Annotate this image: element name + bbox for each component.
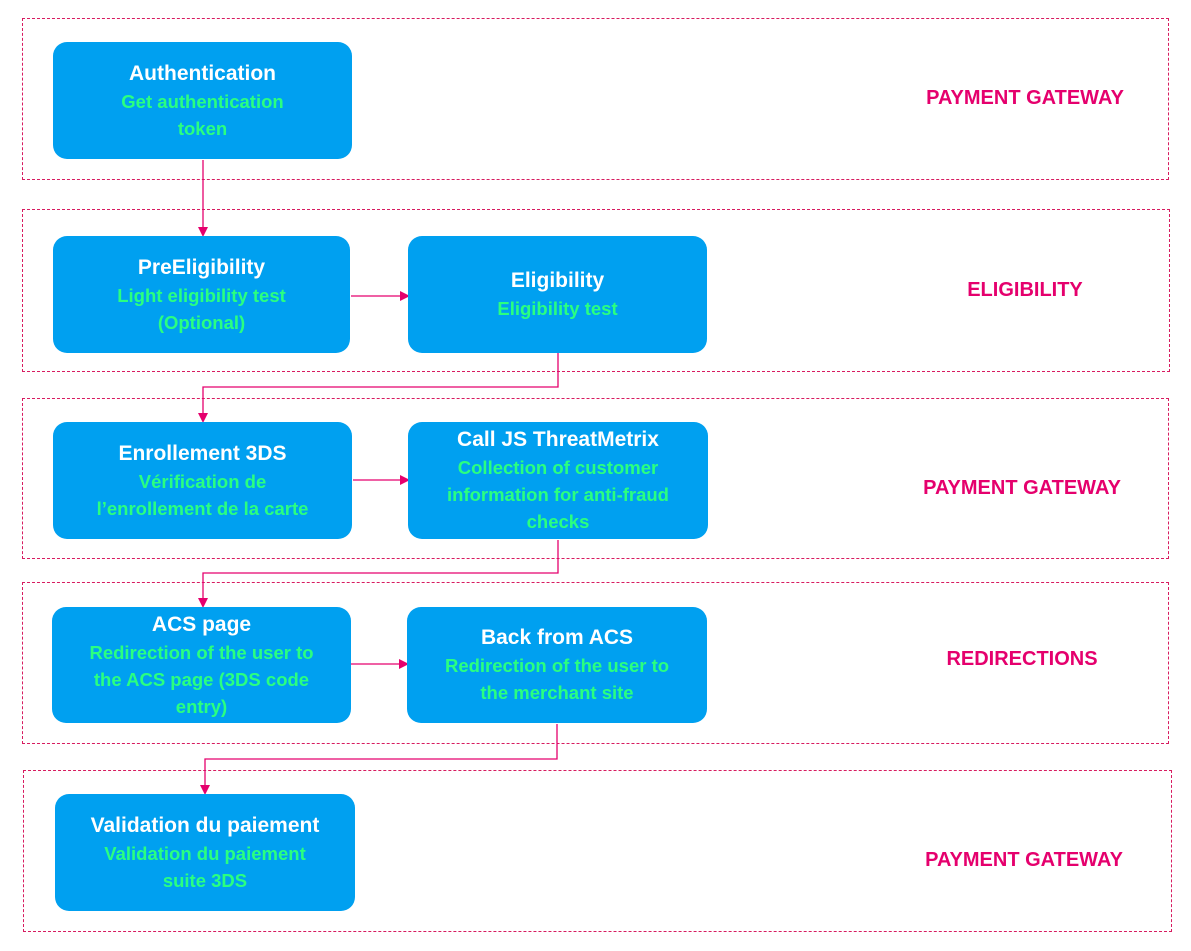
group-label-payment-gateway-2: PAYMENT GATEWAY	[923, 477, 1121, 499]
node-description-enrollement-3ds: Vérification de l’enrollement de la cart…	[96, 470, 309, 519]
group-frame-redirections	[22, 582, 1169, 744]
node-description-call-js-threatmetrix: Collection of customer information for a…	[447, 457, 669, 532]
group-frame-payment-gateway-2	[22, 398, 1169, 559]
node-description-eligibility: Eligibility test	[497, 298, 618, 319]
node-description-preeligibility: Light eligibility test (Optional)	[117, 284, 286, 333]
group-label-payment-gateway-1: PAYMENT GATEWAY	[926, 87, 1124, 109]
node-title-validation-du-paiement: Validation du paiement	[90, 813, 320, 837]
node-title-call-js-threatmetrix: Call JS ThreatMetrix	[457, 428, 659, 451]
node-enrollement-3ds: Enrollement 3DS Vérification de l’enroll…	[53, 422, 352, 539]
node-validation-du-paiement: Validation du paiement Validation du pai…	[55, 794, 355, 911]
node-eligibility: Eligibility Eligibility test	[408, 236, 707, 353]
group-label-payment-gateway-3: PAYMENT GATEWAY	[925, 849, 1123, 871]
node-back-from-acs: Back from ACS Redirection of the user to…	[407, 607, 707, 723]
node-call-js-threatmetrix: Call JS ThreatMetrix Collection of custo…	[408, 422, 708, 539]
node-description-authentication: Get authentication token	[121, 90, 284, 139]
node-acs-page: ACS page Redirection of the user to the …	[52, 607, 351, 723]
node-title-authentication: Authentication	[129, 61, 276, 85]
edge-eligibility-to-enrollement-3ds	[198, 353, 559, 423]
node-title-back-from-acs: Back from ACS	[480, 626, 634, 649]
node-authentication: Authentication Get authentication token	[53, 42, 352, 159]
node-preeligibility: PreEligibility Light eligibility test (O…	[53, 236, 350, 353]
node-description-validation-du-paiement: Validation du paiement suite 3DS	[104, 842, 306, 891]
node-title-acs-page: ACS page	[151, 612, 252, 636]
group-label-redirections: REDIRECTIONS	[946, 648, 1098, 670]
group-frame-payment-gateway-1	[22, 18, 1169, 180]
group-label-eligibility: ELIGIBILITY	[967, 279, 1083, 301]
edge-call-js-threatmetrix-to-acs-page	[198, 540, 559, 608]
node-title-enrollement-3ds: Enrollement 3DS	[118, 441, 287, 465]
edge-back-from-acs-to-validation-du-paiement	[200, 724, 558, 795]
node-description-back-from-acs: Redirection of the user to the merchant …	[444, 655, 670, 703]
node-title-eligibility: Eligibility	[510, 269, 605, 292]
group-frame-eligibility	[22, 209, 1170, 372]
node-title-preeligibility: PreEligibility	[137, 255, 266, 279]
group-frame-payment-gateway-3	[23, 770, 1172, 932]
node-description-acs-page: Redirection of the user to the ACS page …	[89, 641, 314, 717]
